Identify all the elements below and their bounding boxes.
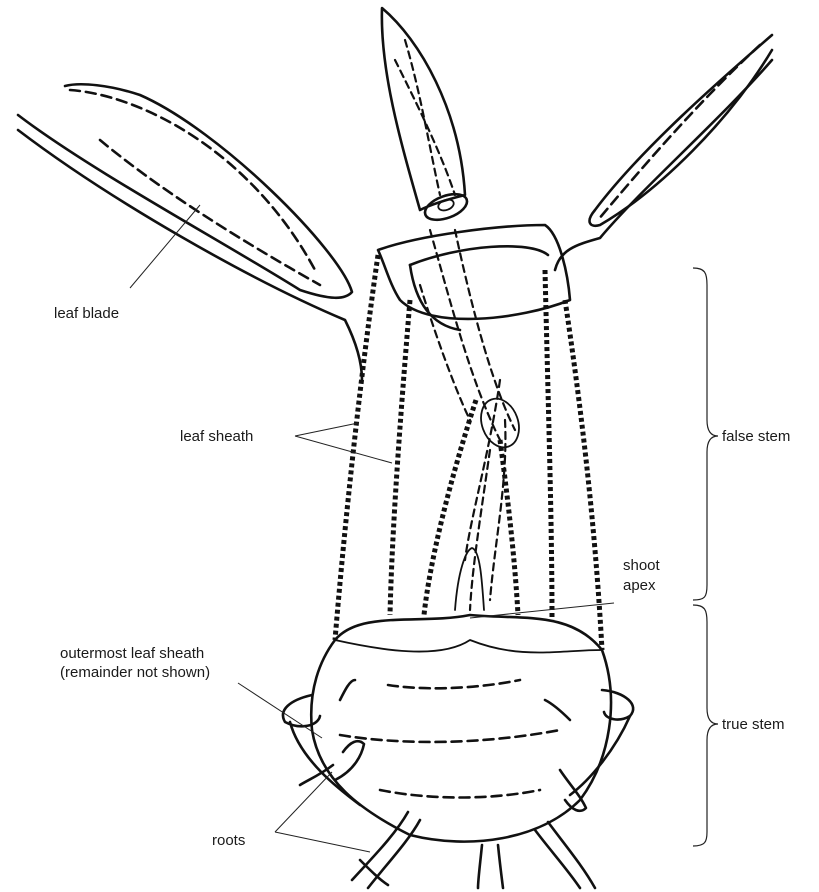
- roots-leader-1: [275, 772, 332, 832]
- leaf-sheath-leader-1: [295, 423, 358, 436]
- center-leaf-blade: [382, 8, 471, 225]
- label-true-stem: true stem: [722, 716, 785, 733]
- label-false-stem: false stem: [722, 428, 790, 445]
- label-shoot-apex-1: shoot: [623, 557, 661, 574]
- false-stem-cylinder: [335, 225, 602, 650]
- label-outermost-sheath-1: outermost leaf sheath: [60, 645, 204, 662]
- label-shoot-apex-2: apex: [623, 577, 656, 594]
- false-stem-brace: [693, 268, 718, 600]
- roots: [300, 741, 595, 888]
- label-leaf-sheath: leaf sheath: [180, 428, 253, 445]
- label-roots: roots: [212, 832, 245, 849]
- shoot-apex-leader: [470, 603, 614, 618]
- leaf-sheath-leader-2: [295, 436, 392, 463]
- left-leaf-blade: [18, 84, 362, 380]
- label-leaf-blade: leaf blade: [54, 305, 119, 322]
- label-outermost-sheath-2: (remainder not shown): [60, 664, 210, 681]
- leader-lines: [130, 205, 614, 852]
- right-leaf-blade: [555, 35, 772, 270]
- leaf-blade-leader: [130, 205, 200, 288]
- outermost-sheath-leader: [238, 683, 322, 738]
- outermost-leaf-sheath: [283, 690, 633, 805]
- true-stem-brace: [693, 605, 718, 846]
- roots-leader-2: [275, 832, 370, 852]
